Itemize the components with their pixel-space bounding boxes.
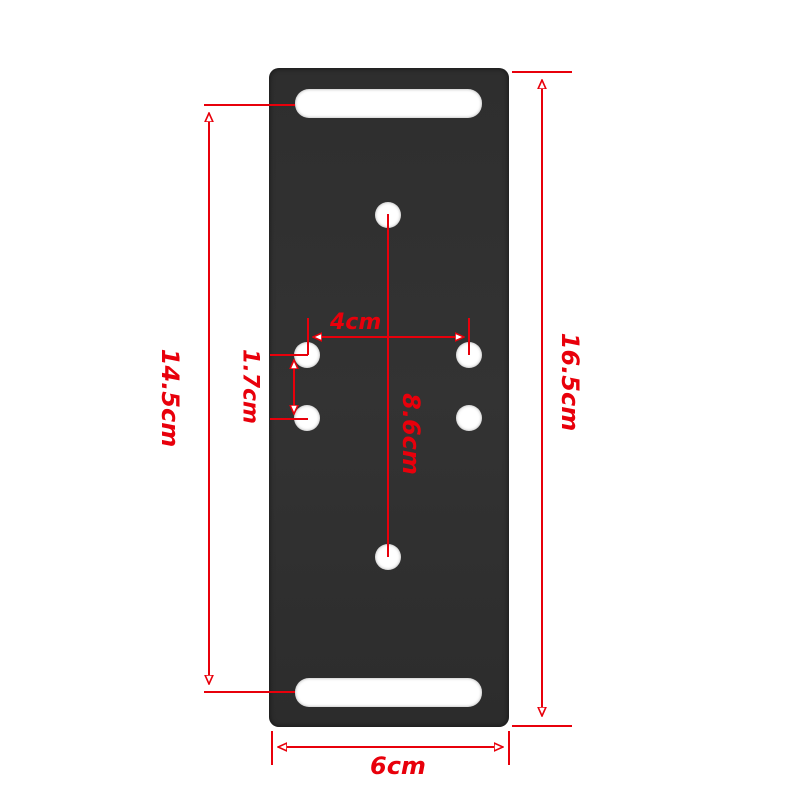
width-label: 6cm <box>370 752 426 780</box>
bottom-slot <box>295 678 482 707</box>
side-hole-left-lower <box>294 405 320 431</box>
side-hole-right-lower <box>456 405 482 431</box>
horizontal-hole-spacing-label: 4cm <box>330 310 382 335</box>
center-hole-bottom <box>375 544 401 570</box>
total-height-label: 16.5cm <box>556 332 584 432</box>
mounting-plate <box>269 68 509 727</box>
top-slot <box>295 89 482 118</box>
side-hole-left-upper <box>294 342 320 368</box>
center-hole-top <box>375 202 401 228</box>
center-hole-spacing-label: 8.6cm <box>397 393 425 475</box>
side-hole-right-upper <box>456 342 482 368</box>
slot-spacing-label: 14.5cm <box>156 348 184 448</box>
vertical-hole-spacing-label: 1.7cm <box>237 349 263 424</box>
